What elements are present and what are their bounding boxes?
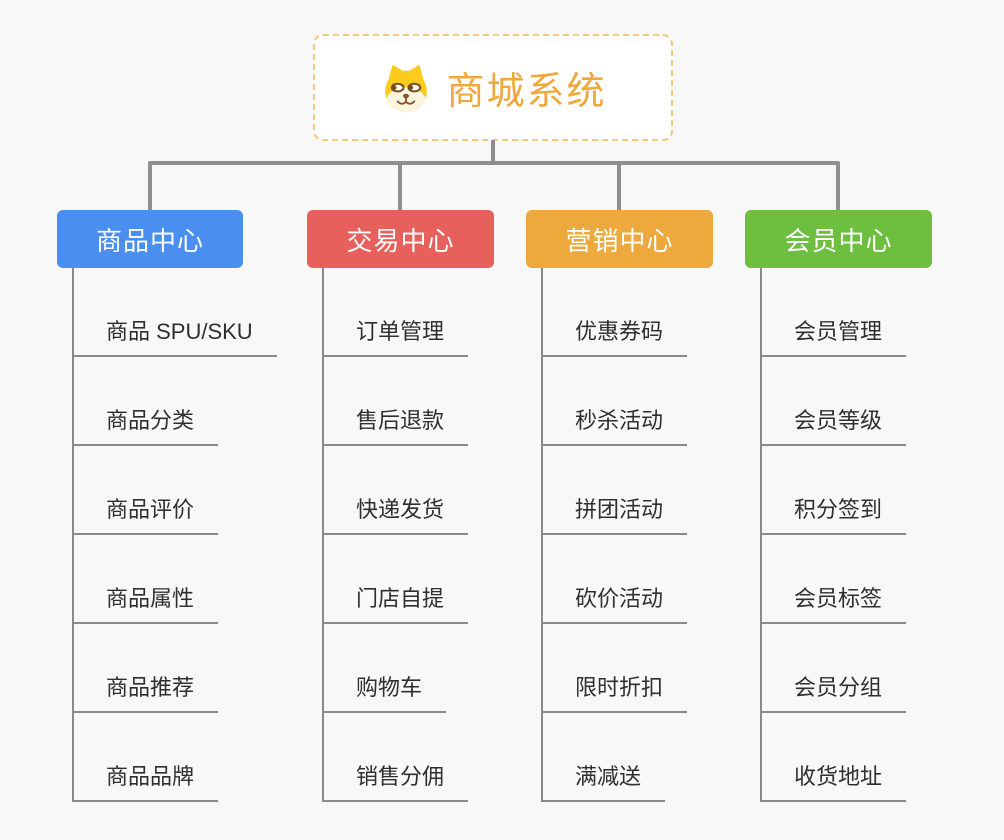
branch-spine	[72, 268, 74, 802]
connector-drop-marketing	[617, 163, 621, 210]
leaf-node[interactable]: 积分签到	[760, 485, 907, 535]
leaf-node[interactable]: 商品 SPU/SKU	[72, 307, 277, 357]
leaf-node[interactable]: 商品评价	[72, 485, 219, 535]
leaf-node[interactable]: 门店自提	[322, 574, 469, 624]
branch-header-trade-center[interactable]: 交易中心	[307, 210, 494, 268]
leaf-node[interactable]: 会员等级	[760, 396, 907, 446]
leaf-node[interactable]: 满减送	[541, 752, 666, 802]
connector-drop-goods	[148, 163, 152, 210]
leaf-node[interactable]: 秒杀活动	[541, 396, 688, 446]
connector-horizontal-rail	[148, 161, 840, 165]
shiba-dog-icon	[379, 63, 433, 113]
leaf-node[interactable]: 会员管理	[760, 307, 907, 357]
leaf-node[interactable]: 购物车	[322, 663, 447, 713]
leaf-node[interactable]: 限时折扣	[541, 663, 688, 713]
leaf-node[interactable]: 商品推荐	[72, 663, 219, 713]
connector-root-stub	[491, 140, 495, 164]
leaf-node[interactable]: 售后退款	[322, 396, 469, 446]
branch-header-goods-center[interactable]: 商品中心	[57, 210, 243, 268]
branch-header-member-center[interactable]: 会员中心	[745, 210, 932, 268]
leaf-node[interactable]: 会员标签	[760, 574, 907, 624]
leaf-node[interactable]: 砍价活动	[541, 574, 688, 624]
leaf-node[interactable]: 商品品牌	[72, 752, 219, 802]
connector-drop-trade	[398, 163, 402, 210]
leaf-node[interactable]: 订单管理	[322, 307, 469, 357]
leaf-node[interactable]: 会员分组	[760, 663, 907, 713]
connector-drop-member	[836, 163, 840, 210]
root-title: 商城系统	[446, 71, 607, 113]
branch-spine	[541, 268, 543, 802]
leaf-node[interactable]: 收货地址	[760, 752, 907, 802]
branch-spine	[760, 268, 762, 802]
leaf-node[interactable]: 快递发货	[322, 485, 469, 535]
leaf-node[interactable]: 商品分类	[72, 396, 219, 446]
root-node[interactable]: 商城系统	[313, 34, 673, 141]
branch-spine	[322, 268, 324, 802]
leaf-node[interactable]: 优惠券码	[541, 307, 688, 357]
leaf-node[interactable]: 商品属性	[72, 574, 219, 624]
leaf-node[interactable]: 销售分佣	[322, 752, 469, 802]
branch-header-marketing-center[interactable]: 营销中心	[526, 210, 713, 268]
leaf-node[interactable]: 拼团活动	[541, 485, 688, 535]
